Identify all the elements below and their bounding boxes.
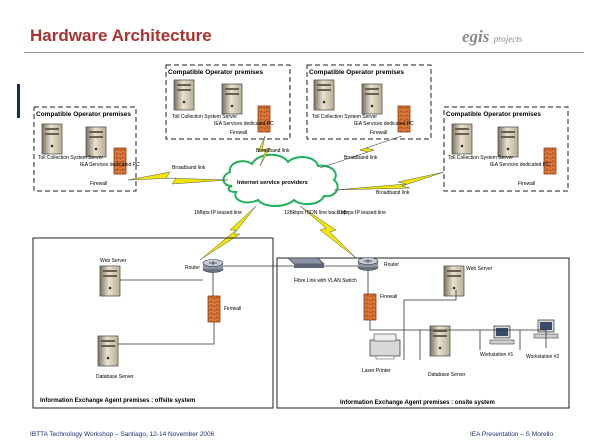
firewall-label: Firewall	[224, 306, 241, 312]
title-divider	[24, 52, 584, 53]
operator-box-2	[165, 64, 291, 140]
toll-server-label: Toll Collection System Server	[312, 114, 377, 120]
internet-cloud	[222, 153, 339, 207]
toll-server-label: Toll Collection System Server	[38, 155, 103, 161]
router-label: Router	[384, 262, 399, 268]
iea-pc-label: IEA Services dedicated PC	[354, 121, 414, 127]
firewall-icon	[113, 147, 127, 175]
iea-pc-icon	[85, 126, 107, 158]
operator-title: Compatible Operator premises	[309, 69, 404, 76]
toll-server-label: Toll Collection System Server	[448, 155, 513, 161]
operator-box-3	[306, 64, 432, 140]
broadband-link-label: Broadband link	[376, 190, 410, 196]
web-server-icon	[99, 265, 121, 297]
web-server-label: Web Server	[466, 266, 493, 272]
broadband-link-label: Broadband link	[256, 148, 290, 154]
toll-server-icon	[313, 79, 335, 111]
vlan-switch-icon	[287, 257, 325, 268]
database-server-label: Database Server	[428, 372, 466, 378]
router-label: Router	[185, 265, 200, 271]
iea-pc-label: IEA Services dedicated PC	[214, 121, 274, 127]
cloud-label: Internet service providers	[237, 180, 308, 186]
switch-label: Fibre Link with VLAN Switch	[294, 278, 357, 284]
firewall-icon	[363, 293, 377, 321]
toll-server-label: Toll Collection System Server	[172, 114, 237, 120]
workstation-label: Workstation #2	[526, 354, 559, 360]
iea-pc-label: IEA Services dedicated PC	[490, 162, 550, 168]
iea-pc-icon	[361, 83, 383, 115]
offsite-caption: Information Exchange Agent premises : of…	[40, 398, 195, 404]
workstation-label: Workstation #1	[480, 352, 513, 358]
toll-server-icon	[41, 123, 63, 155]
firewall-icon	[207, 295, 221, 323]
iea-pc-icon	[221, 83, 243, 115]
laser-printer-label: Laser Printer	[362, 368, 391, 374]
footer-event: IBTTA Technology Workshop – Santiago, 12…	[30, 431, 215, 438]
onsite-link-label: 1Mbps IP leased line	[338, 210, 386, 216]
isdn-link-label: 128kbps ISDN line back up	[284, 210, 347, 216]
footer-presentation: IEA Presentation – S Morello	[470, 431, 554, 438]
laser-printer-icon	[369, 333, 401, 360]
workstation-icon	[489, 325, 515, 345]
web-server-label: Web Server	[100, 258, 127, 264]
broadband-link-3	[319, 135, 403, 169]
left-accent-bar	[17, 84, 20, 118]
broadband-link-label: Broadband link	[172, 165, 206, 171]
database-server-icon	[429, 325, 451, 357]
router-icon	[202, 259, 224, 273]
offsite-premises-box	[32, 237, 274, 409]
slide-title: Hardware Architecture	[30, 26, 212, 45]
web-server-icon	[443, 265, 465, 297]
toll-server-icon	[173, 79, 195, 111]
broadband-link-1	[127, 171, 229, 185]
leased-line-offsite	[199, 205, 257, 261]
broadband-link-4	[333, 171, 445, 191]
iea-pc-label: IEA Services dedicated PC	[80, 162, 140, 168]
toll-server-icon	[451, 123, 473, 155]
firewall-label: Firewall	[230, 130, 247, 136]
egis-logo: egis projects	[462, 27, 523, 46]
broadband-link-2	[257, 135, 271, 167]
onsite-caption: Information Exchange Agent premises : on…	[340, 400, 495, 406]
firewall-label: Firewall	[380, 294, 397, 300]
database-server-icon	[97, 335, 119, 367]
operator-title: Compatible Operator premises	[168, 69, 263, 76]
offsite-cabling	[118, 272, 215, 345]
operator-title: Compatible Operator premises	[446, 111, 541, 118]
firewall-label: Firewall	[518, 181, 535, 187]
iea-pc-icon	[497, 126, 519, 158]
database-server-label: Database Server	[96, 374, 134, 380]
firewall-icon	[257, 105, 271, 133]
firewall-icon	[543, 147, 557, 175]
operator-box-1	[33, 106, 137, 192]
broadband-link-label: Broadband link	[344, 155, 378, 161]
onsite-premises-box	[276, 257, 570, 409]
firewall-label: Firewall	[370, 130, 387, 136]
firewall-icon	[397, 105, 411, 133]
firewall-label: Firewall	[90, 181, 107, 187]
offsite-link-label: 1Mbps IP leased line	[194, 210, 242, 216]
router-icon	[357, 257, 379, 271]
operator-title: Compatible Operator premises	[36, 111, 131, 118]
onsite-cabling	[367, 270, 547, 360]
